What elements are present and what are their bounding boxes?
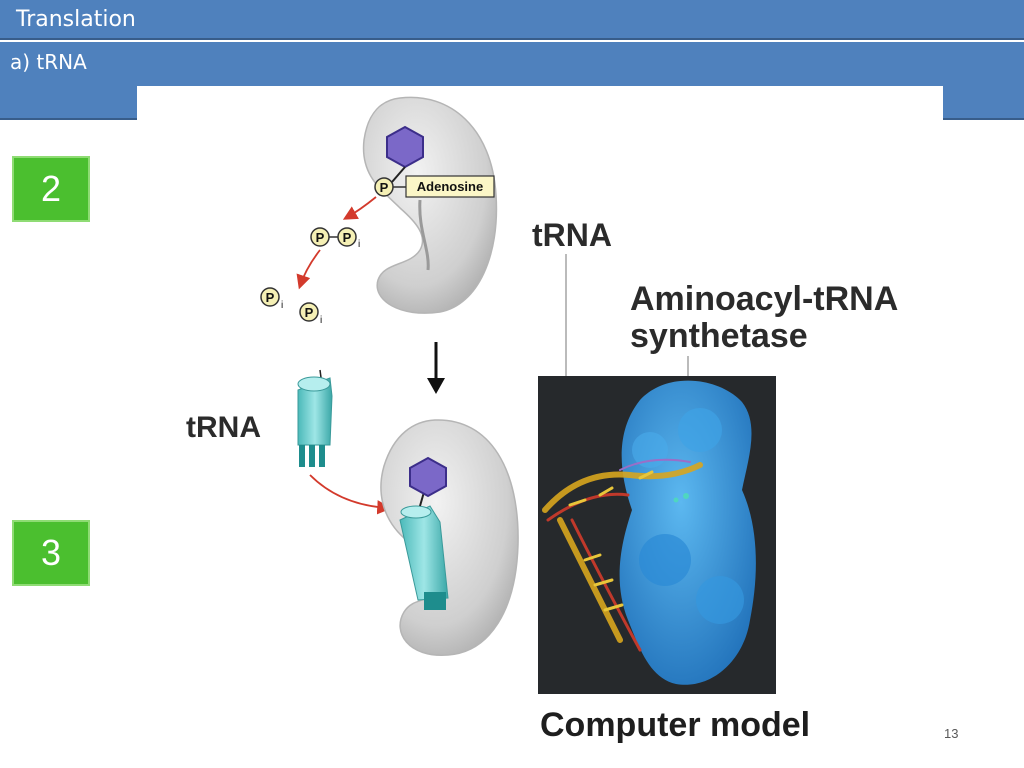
phosphate-p-label: P — [380, 180, 389, 195]
slide-number: 13 — [944, 726, 959, 741]
title-bar: Translation — [0, 0, 1024, 40]
adenosine-box: Adenosine — [405, 175, 495, 198]
model-trna-label: tRNA — [532, 217, 612, 253]
svg-text:i: i — [358, 239, 360, 250]
inorganic-phosphate-2: P i — [299, 302, 322, 326]
svg-text:i: i — [320, 315, 322, 326]
inorganic-phosphate-1: P i — [260, 287, 283, 311]
computer-model-image — [538, 376, 776, 694]
step-3-label: 3 — [40, 532, 62, 573]
slide-title: Translation — [16, 7, 136, 32]
svg-text:i: i — [281, 300, 283, 311]
down-arrow-icon — [427, 342, 445, 394]
adenosine-label: Adenosine — [417, 179, 483, 194]
step-2-badge: 2 — [12, 156, 90, 222]
svg-text:P: P — [305, 305, 314, 320]
slide-subtitle: a) tRNA — [10, 50, 87, 74]
computer-model-caption: Computer model — [540, 706, 810, 744]
step-3-badge: 3 — [12, 520, 90, 586]
release-arrow-1 — [342, 196, 377, 220]
binding-arrow — [309, 474, 392, 515]
charged-trna — [399, 505, 449, 610]
phosphate-top: P — [374, 177, 394, 197]
step-2-label: 2 — [40, 168, 62, 209]
enzyme-bottom — [380, 419, 519, 656]
release-arrow-2 — [296, 249, 321, 290]
bond-line — [391, 166, 406, 183]
enzyme-label-line-2: synthetase — [630, 317, 808, 355]
svg-text:P: P — [266, 290, 275, 305]
amino-acid-hexagon-top — [386, 125, 424, 169]
enzyme-top — [362, 96, 498, 314]
amino-acid-hexagon-bottom — [409, 456, 447, 498]
content-card — [137, 86, 943, 126]
svg-text:P: P — [343, 230, 352, 245]
pyrophosphate: P P i — [310, 227, 360, 250]
svg-text:P: P — [316, 230, 325, 245]
enzyme-label-line-1: Aminoacyl-tRNA — [630, 280, 898, 318]
trna-icon — [297, 369, 333, 467]
trna-diagram-label: tRNA — [186, 411, 261, 444]
trna-ribbon — [542, 458, 703, 652]
